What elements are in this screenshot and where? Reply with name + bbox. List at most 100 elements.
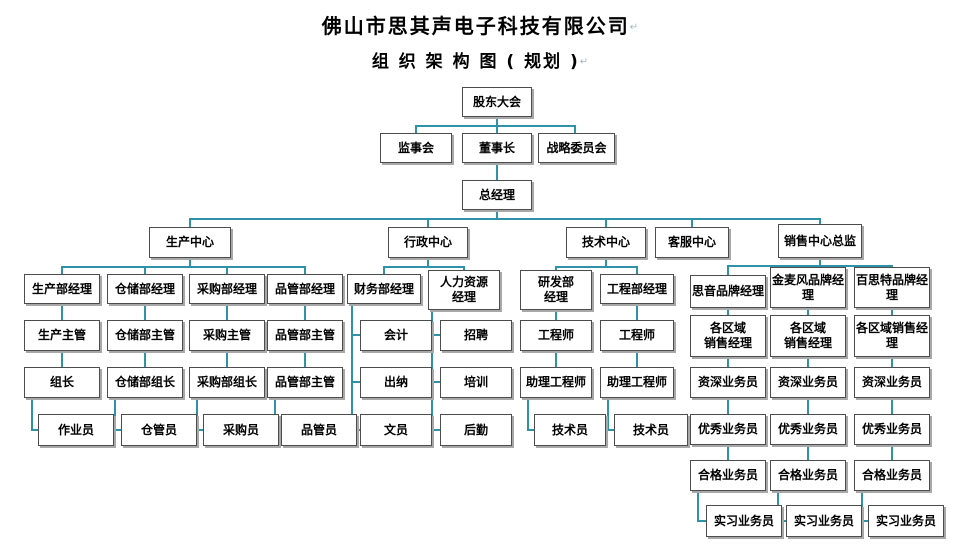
node-training: 培训: [440, 367, 512, 398]
connector-line: [807, 398, 809, 414]
connector-line: [605, 218, 607, 227]
connector-line: [807, 357, 809, 367]
node-rd-dept-manager: 研发部 经理: [520, 270, 592, 310]
node-supervisory-board: 监事会: [380, 133, 452, 163]
connector-line: [61, 351, 63, 367]
connector-line: [351, 334, 360, 336]
connector-line: [727, 308, 729, 315]
node-brand-manager-siyin: 思音品牌经理: [690, 275, 766, 308]
node-qc-supervisor-1: 品管部主管: [267, 320, 343, 351]
connector-line: [819, 258, 821, 265]
company-title-text: 佛山市思其声电子科技有限公司: [321, 14, 630, 38]
node-qualified-salesperson-3: 合格业务员: [854, 460, 930, 491]
node-chairman: 董事长: [462, 133, 532, 163]
connector-line: [555, 351, 557, 367]
node-regional-sales-manager-1: 各区域 销售经理: [690, 315, 766, 357]
connector-line: [144, 351, 146, 367]
connector-line: [415, 125, 417, 133]
connector-line: [727, 445, 729, 460]
connector-line: [727, 265, 893, 267]
connector-line: [697, 520, 706, 522]
node-warehouse-dept-manager: 仓储部经理: [107, 274, 183, 304]
node-eng-engineer: 工程师: [600, 320, 674, 351]
node-accountant: 会计: [360, 320, 432, 351]
connector-line: [427, 258, 429, 266]
connector-line: [891, 265, 893, 267]
node-brand-manager-besite: 百思特品牌经 理: [854, 267, 930, 308]
node-admin-center: 行政中心: [388, 227, 468, 258]
connector-line: [555, 266, 557, 270]
connector-line: [189, 218, 821, 220]
node-excellent-salesperson-2: 优秀业务员: [770, 414, 846, 445]
connector-line: [807, 445, 809, 460]
node-excellent-salesperson-3: 优秀业务员: [854, 414, 930, 445]
node-regional-sales-manager-2: 各区域 销售经理: [770, 315, 846, 357]
node-production-supervisor: 生产主管: [24, 320, 100, 351]
connector-line: [574, 125, 576, 133]
connector-line: [189, 258, 191, 266]
company-title: 佛山市思其声电子科技有限公司↵: [0, 10, 960, 39]
node-production-dept-manager: 生产部经理: [24, 274, 100, 304]
connector-line: [819, 218, 821, 224]
connector-line: [226, 351, 228, 367]
node-logistics: 后勤: [440, 414, 512, 446]
connector-line: [727, 265, 729, 275]
connector-line: [61, 266, 306, 268]
node-eng-technician: 技术员: [614, 414, 688, 446]
node-tech-center: 技术中心: [566, 227, 646, 258]
connector-line: [431, 310, 433, 431]
connector-line: [527, 398, 529, 431]
node-qualified-salesperson-1: 合格业务员: [690, 460, 766, 491]
node-cashier: 出纳: [360, 367, 432, 398]
node-warehouse-supervisor: 仓储部主管: [107, 320, 183, 351]
node-sales-center-director: 销售中心总监: [778, 224, 862, 258]
connector-line: [891, 308, 893, 315]
connector-line: [861, 491, 863, 522]
connector-line: [891, 398, 893, 414]
connector-line: [496, 125, 498, 133]
node-qc-inspector: 品管员: [281, 414, 357, 446]
node-intern-salesperson-3: 实习业务员: [868, 505, 944, 537]
connector-line: [607, 398, 609, 431]
connector-line: [605, 258, 607, 266]
connector-line: [555, 310, 557, 320]
node-intern-salesperson-1: 实习业务员: [706, 505, 782, 537]
node-general-manager: 总经理: [462, 180, 532, 210]
paragraph-mark-icon: ↵: [579, 56, 589, 68]
connector-line: [431, 381, 440, 383]
node-customer-service-center: 客服中心: [655, 227, 729, 258]
connector-line: [727, 357, 729, 367]
node-warehouse-team-leader: 仓储部组长: [107, 367, 183, 398]
connector-line: [427, 218, 429, 227]
node-purchasing-supervisor: 采购主管: [189, 320, 265, 351]
connector-line: [555, 266, 638, 268]
node-senior-salesperson-1: 资深业务员: [690, 367, 766, 398]
connector-line: [61, 304, 63, 320]
node-qc-dept-manager: 品管部经理: [267, 274, 343, 304]
connector-line: [807, 265, 809, 267]
node-warehouse-keeper: 仓管员: [121, 414, 197, 446]
chart-subtitle: 组 织 架 构 图 ( 规划 )↵: [0, 47, 960, 72]
connector-line: [415, 125, 576, 127]
connector-line: [861, 520, 868, 522]
node-finance-dept-manager: 财务部经理: [347, 274, 421, 304]
node-senior-salesperson-3: 资深业务员: [854, 367, 930, 398]
connector-line: [431, 334, 440, 336]
connector-line: [61, 266, 63, 274]
node-eng-dept-manager: 工程部经理: [600, 274, 674, 304]
connector-line: [891, 445, 893, 460]
node-strategy-committee: 战略委员会: [538, 133, 615, 163]
connector-line: [697, 491, 699, 522]
connector-line: [31, 398, 33, 431]
node-hr-manager: 人力资源 经理: [428, 270, 500, 310]
node-buyer: 采购员: [203, 414, 279, 446]
connector-line: [807, 308, 809, 315]
node-intern-salesperson-2: 实习业务员: [786, 505, 862, 537]
chart-subtitle-text: 组 织 架 构 图 ( 规划 ): [371, 52, 580, 72]
connector-line: [196, 398, 198, 431]
node-purchasing-dept-manager: 采购部经理: [189, 274, 265, 304]
node-eng-assistant-engineer: 助理工程师: [600, 367, 674, 398]
node-rd-assistant-engineer: 助理工程师: [520, 367, 592, 398]
connector-line: [31, 429, 38, 431]
